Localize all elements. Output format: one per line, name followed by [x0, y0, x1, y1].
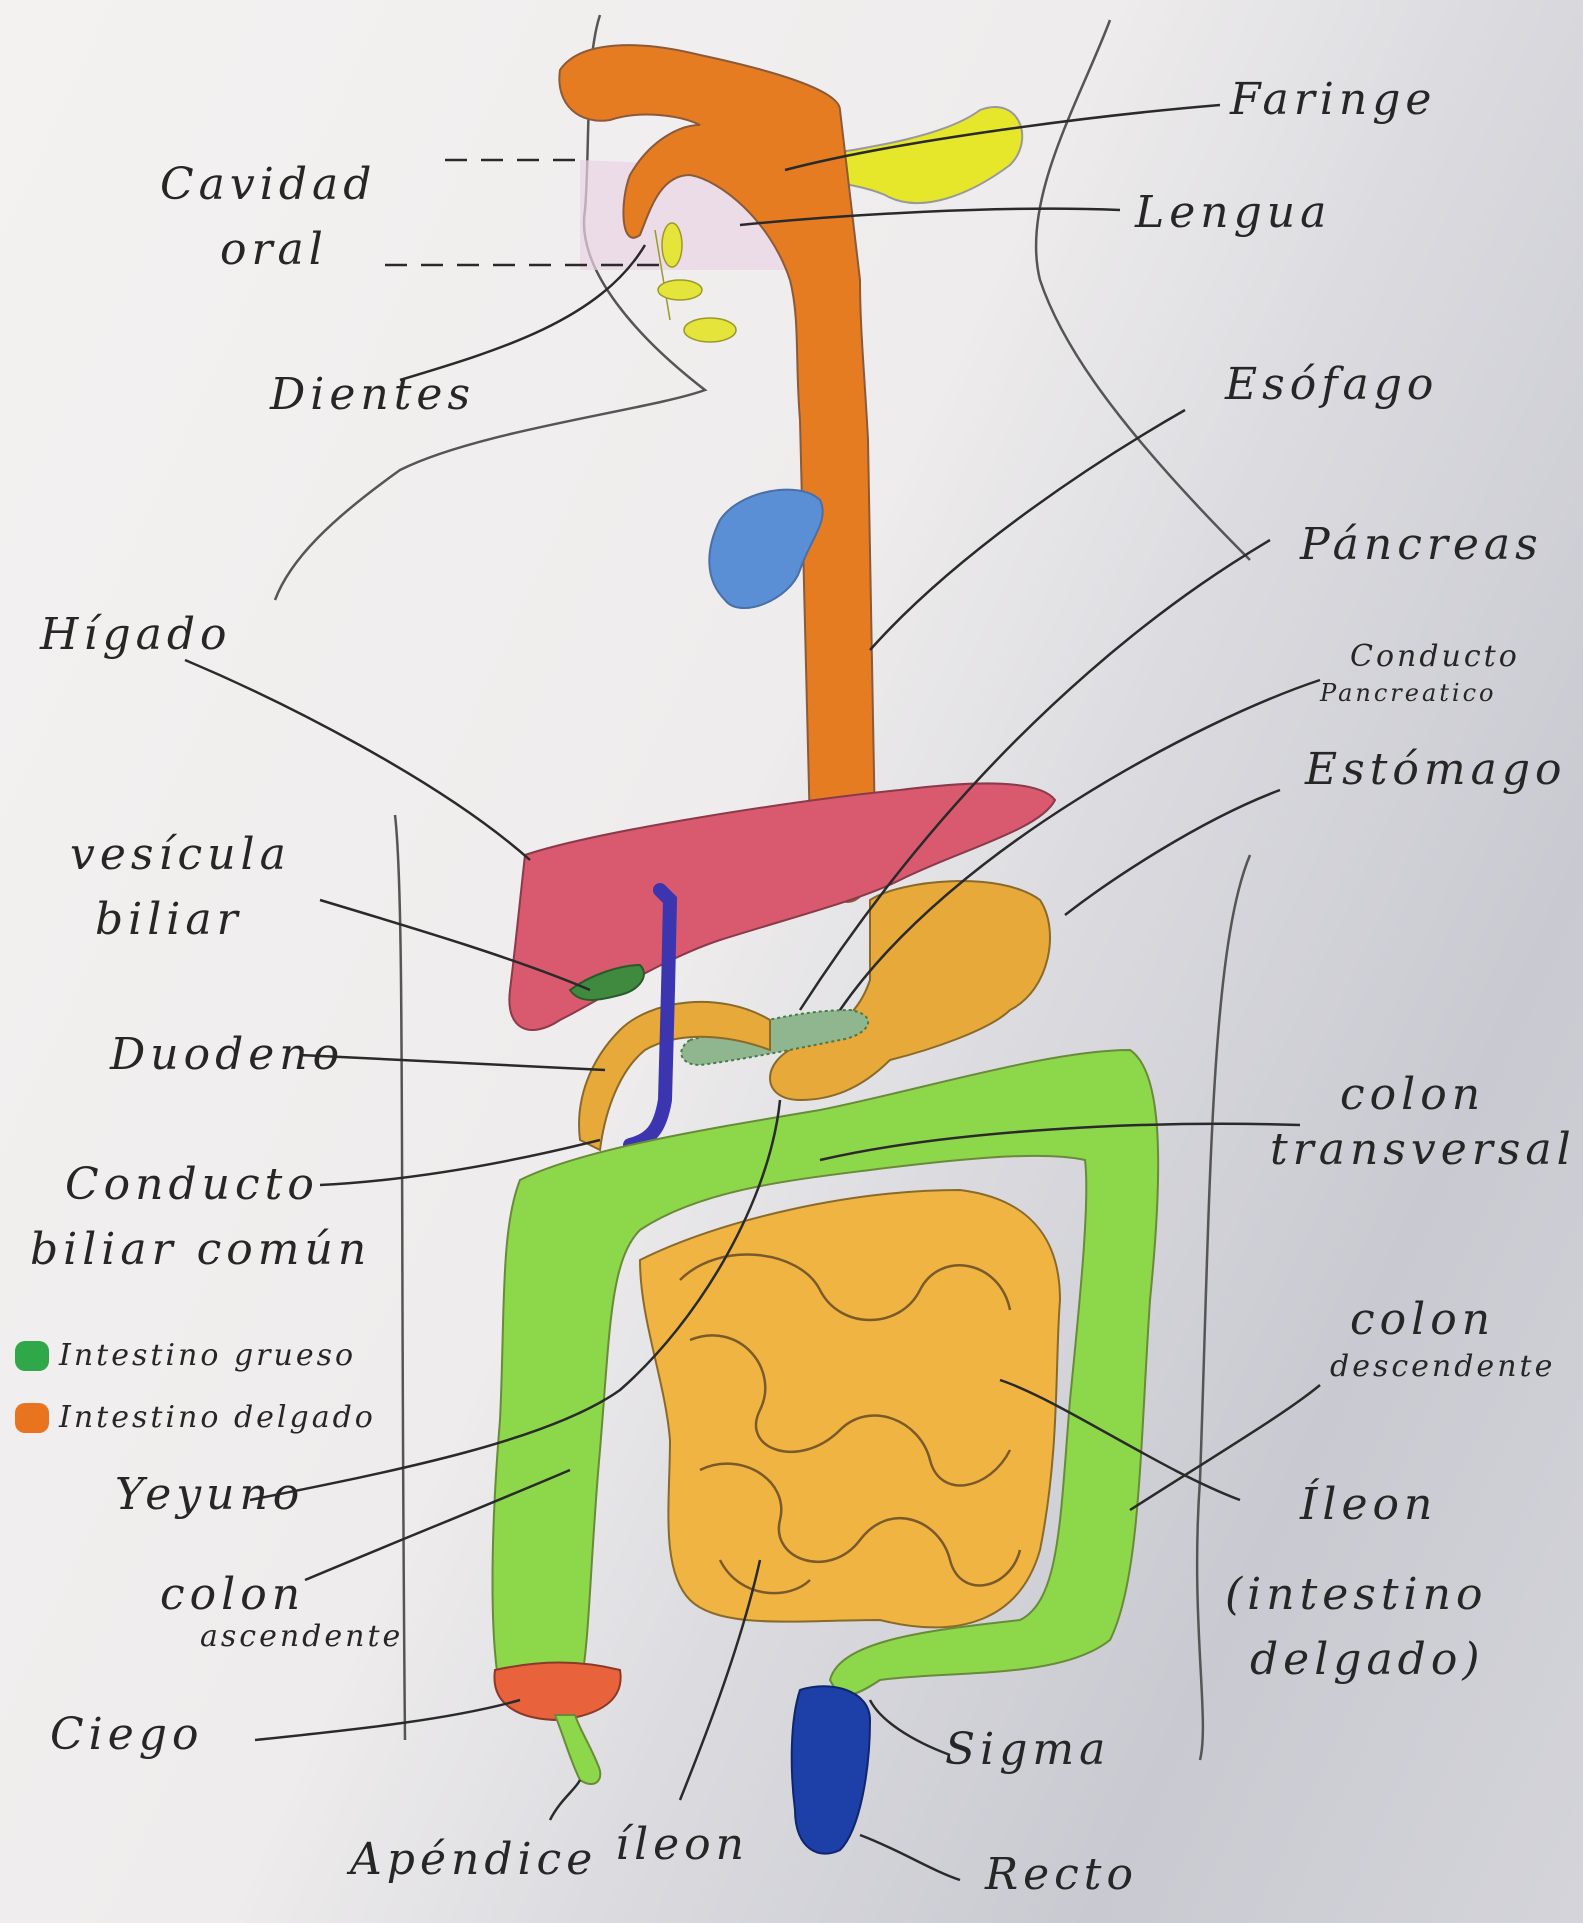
label-recto: Recto	[985, 1850, 1138, 1901]
label-colon-descendente-2: descendente	[1330, 1350, 1555, 1385]
label-conducto-biliar-2: biliar común	[30, 1225, 371, 1276]
label-cavidad-oral-1: Cavidad	[160, 160, 376, 211]
legend-label: Intestino delgado	[59, 1400, 376, 1435]
legend-item: Intestino grueso	[15, 1338, 356, 1373]
label-yeyuno: Yeyuno	[115, 1470, 304, 1521]
label-sigma: Sigma	[945, 1725, 1110, 1776]
label-conducto-pancreatico-2: Pancreatico	[1320, 680, 1496, 708]
label-lengua: Lengua	[1135, 188, 1331, 239]
label-intestino-delgado-2: delgado)	[1250, 1635, 1485, 1686]
label-conducto-biliar-1: Conducto	[65, 1160, 319, 1211]
legend-item: Intestino delgado	[15, 1400, 376, 1435]
rectum	[792, 1686, 870, 1853]
legend-swatch	[15, 1403, 49, 1433]
label-esofago: Esófago	[1225, 360, 1438, 411]
small-intestine	[640, 1190, 1060, 1627]
label-estomago: Estómago	[1305, 745, 1566, 796]
label-vesicula-2: biliar	[95, 895, 243, 946]
label-higado: Hígado	[40, 610, 232, 661]
label-faringe: Faringe	[1230, 75, 1436, 126]
label-colon-transversal-2: transversal	[1270, 1125, 1576, 1176]
label-pancreas: Páncreas	[1300, 520, 1543, 571]
label-colon-ascendente-2: ascendente	[200, 1620, 403, 1655]
label-cavidad-oral-2: oral	[220, 225, 328, 276]
label-colon-descendente-1: colon	[1350, 1295, 1495, 1346]
label-ileon-bottom: íleon	[615, 1820, 749, 1871]
label-ileon-right: Íleon	[1300, 1480, 1437, 1531]
label-colon-transversal-1: colon	[1340, 1070, 1485, 1121]
label-intestino-delgado-1: (intestino	[1225, 1570, 1487, 1621]
label-colon-ascendente-1: colon	[160, 1570, 305, 1621]
label-ciego: Ciego	[50, 1710, 203, 1761]
legend-swatch	[15, 1341, 49, 1371]
legend-label: Intestino grueso	[59, 1338, 356, 1373]
label-dientes: Dientes	[270, 370, 475, 421]
label-conducto-pancreatico-1: Conducto	[1350, 640, 1520, 675]
appendix	[555, 1715, 600, 1784]
label-duodeno: Duodeno	[110, 1030, 344, 1081]
cecum	[494, 1663, 620, 1721]
label-vesicula-1: vesícula	[70, 830, 291, 881]
label-apendice: Apéndice	[350, 1835, 597, 1886]
